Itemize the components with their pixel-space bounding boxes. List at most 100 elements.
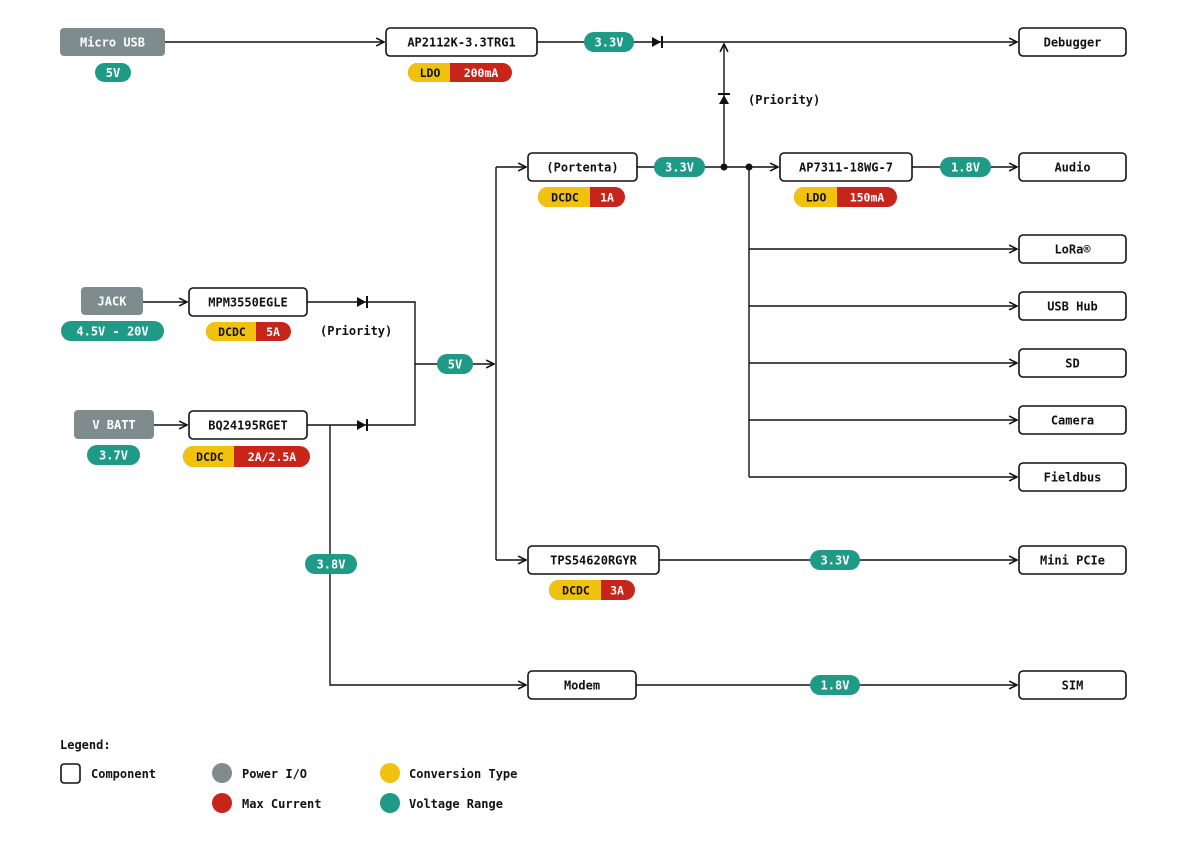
component-portenta: (Portenta) <box>527 152 638 182</box>
legend-max-current-swatch <box>212 793 232 813</box>
voltage-label: 3.3V <box>665 161 694 175</box>
voltage-label: 3.3V <box>821 554 850 568</box>
conversion-type-label: DCDC <box>218 325 246 339</box>
conversion-type-label: LDO <box>420 66 441 80</box>
voltage-pill-batt-rail: 3.8V <box>305 554 357 574</box>
output-label: SIM <box>1062 679 1084 693</box>
power-input-label: JACK <box>98 295 128 309</box>
max-current-label: 5A <box>266 325 280 339</box>
legend-voltage-range-swatch <box>380 793 400 813</box>
output-debugger: Debugger <box>1018 27 1127 57</box>
voltage-pill-vbatt: 3.7V <box>87 445 140 465</box>
diode-usb <box>652 36 663 48</box>
voltage-label: 1.8V <box>951 161 980 175</box>
component-label: BQ24195RGET <box>208 419 287 433</box>
voltage-label: 3.7V <box>99 449 128 463</box>
output-label: Fieldbus <box>1044 471 1102 485</box>
power-input-micro-usb: Micro USB <box>60 28 165 56</box>
output-label: Debugger <box>1044 36 1102 50</box>
output-usb-hub: USB Hub <box>1018 291 1127 321</box>
output-label: Mini PCIe <box>1040 554 1105 568</box>
output-label: USB Hub <box>1047 300 1098 314</box>
voltage-pill-usb: 5V <box>95 63 131 82</box>
legend-power-io-label: Power I/O <box>242 767 307 781</box>
max-current-label: 2A/2.5A <box>248 450 297 464</box>
output-fieldbus: Fieldbus <box>1018 462 1127 492</box>
diode-jack <box>357 296 368 308</box>
output-lora: LoRa® <box>1018 234 1127 264</box>
priority-annotation-left: (Priority) <box>320 324 392 338</box>
power-input-label: V BATT <box>92 418 135 432</box>
voltage-label: 1.8V <box>821 679 850 693</box>
legend-title: Legend: <box>60 738 111 752</box>
voltage-pill-5v-bus: 5V <box>437 354 473 374</box>
component-tps54620: TPS54620RGYR <box>527 545 660 575</box>
output-label: Audio <box>1054 161 1090 175</box>
component-mpm3550: MPM3550EGLE <box>188 287 308 317</box>
voltage-label: 5V <box>448 358 462 372</box>
component-label: AP2112K-3.3TRG1 <box>407 36 515 50</box>
wire-mpm-to-merge <box>307 301 416 364</box>
voltage-label: 3.8V <box>317 558 346 572</box>
junction-dot <box>720 163 728 171</box>
voltage-label: 5V <box>106 66 120 80</box>
output-camera: Camera <box>1018 405 1127 435</box>
diode-batt <box>357 419 368 431</box>
legend-conversion-type-swatch <box>380 763 400 783</box>
output-mini-pcie: Mini PCIe <box>1018 545 1127 575</box>
voltage-pill-modem-out: 1.8V <box>810 675 860 695</box>
junction-dot <box>745 163 753 171</box>
legend-component-label: Component <box>91 767 156 781</box>
badge-tps54620: DCDC 3A <box>549 580 635 600</box>
conversion-type-label: DCDC <box>196 450 224 464</box>
legend-voltage-range-label: Voltage Range <box>409 797 503 811</box>
priority-annotation-top: (Priority) <box>748 93 820 107</box>
badge-mpm3550: DCDC 5A <box>206 322 291 341</box>
voltage-pill-portenta-out: 3.3V <box>654 157 705 177</box>
legend-max-current-label: Max Current <box>242 797 321 811</box>
conversion-type-label: DCDC <box>551 191 579 205</box>
component-label: Modem <box>564 679 600 693</box>
wire-bq-to-modem <box>329 425 526 685</box>
wire-bq-to-merge <box>307 364 416 426</box>
voltage-label: 3.3V <box>595 36 624 50</box>
max-current-label: 3A <box>610 584 624 598</box>
voltage-pill-pcie-out: 3.3V <box>810 550 860 570</box>
output-audio: Audio <box>1018 152 1127 182</box>
badge-ap7311: LDO 150mA <box>794 187 897 207</box>
power-input-vbatt: V BATT <box>74 410 154 439</box>
legend-conversion-type-label: Conversion Type <box>409 767 517 781</box>
badge-portenta: DCDC 1A <box>538 187 625 207</box>
voltage-pill-audio-ldo-out: 1.8V <box>940 157 991 177</box>
power-input-label: Micro USB <box>80 36 145 50</box>
component-label: TPS54620RGYR <box>550 554 637 568</box>
legend-component-swatch <box>60 763 81 784</box>
component-modem: Modem <box>527 670 637 700</box>
voltage-pill-jack: 4.5V - 20V <box>61 321 164 341</box>
component-ap2112k: AP2112K-3.3TRG1 <box>385 27 538 57</box>
component-label: AP7311-18WG-7 <box>799 161 893 175</box>
diode-priority-vertical <box>718 93 730 104</box>
output-sd: SD <box>1018 348 1127 378</box>
output-sim: SIM <box>1018 670 1127 700</box>
conversion-type-label: LDO <box>806 191 827 205</box>
max-current-label: 150mA <box>850 191 885 205</box>
component-label: (Portenta) <box>546 161 618 175</box>
legend: Legend: Component Power I/O Conversion T… <box>60 738 517 813</box>
legend-power-io-swatch <box>212 763 232 783</box>
voltage-pill-usb-ldo-out: 3.3V <box>584 32 634 52</box>
output-label: Camera <box>1051 414 1094 428</box>
max-current-label: 1A <box>600 191 614 205</box>
badge-bq24195: DCDC 2A/2.5A <box>183 446 310 467</box>
power-input-jack: JACK <box>81 287 143 315</box>
output-label: SD <box>1065 357 1079 371</box>
component-label: MPM3550EGLE <box>208 296 287 310</box>
component-ap7311: AP7311-18WG-7 <box>779 152 913 182</box>
max-current-label: 200mA <box>464 66 499 80</box>
output-label: LoRa® <box>1054 243 1091 257</box>
conversion-type-label: DCDC <box>562 584 590 598</box>
voltage-label: 4.5V - 20V <box>76 325 148 339</box>
badge-ap2112k: LDO 200mA <box>408 63 512 82</box>
component-bq24195: BQ24195RGET <box>188 410 308 440</box>
